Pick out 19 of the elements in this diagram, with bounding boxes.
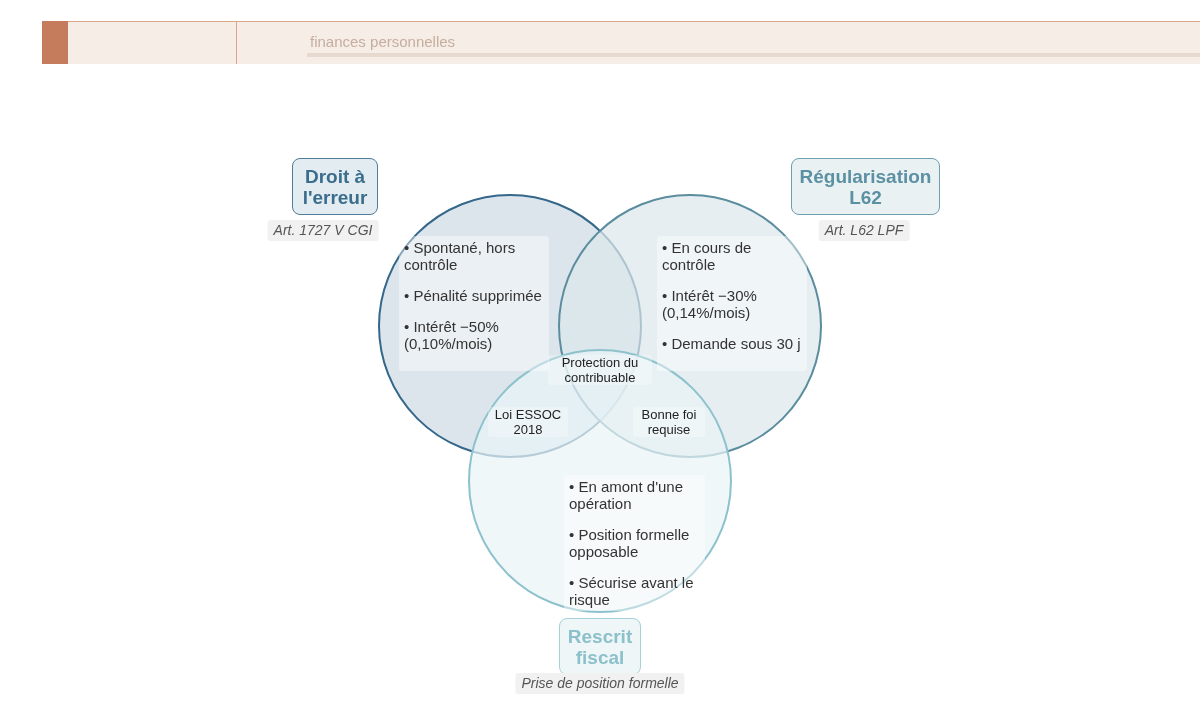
reference-caption: Prise de position formelle [515,673,685,694]
circle-title-tag: Droit à l'erreur [292,158,378,215]
reference-caption: Art. 1727 V CGI [267,220,379,241]
bullet-point: • Demande sous 30 j [662,335,802,352]
overlap-label: Bonne foi requise [633,407,705,437]
circle-title-tag: Régularisation L62 [791,158,940,215]
overlap-label: Protection du contribuable [548,355,652,385]
bullet-point: • Position formelle opposable [569,526,691,560]
reference-caption: Art. L62 LPF [818,220,910,241]
tagline: finances personnelles [310,33,456,51]
bullet-point: • Spontané, hors contrôle [404,239,517,273]
bullet-point: • Sécurise avant le risque [569,574,695,608]
bullet-point: • En cours de contrôle [662,239,753,273]
bullet-point: • Intérêt −50% (0,10%/mois) [404,318,500,352]
circle-title-tag: Rescrit fiscal [559,618,641,675]
overlap-label: Loi ESSOC 2018 [488,407,568,437]
bullet-point: • Pénalité supprimée [404,287,543,304]
bullet-point: • Intérêt −30% (0,14%/mois) [662,287,758,321]
bullet-point: • En amont d'une opération [569,478,685,512]
